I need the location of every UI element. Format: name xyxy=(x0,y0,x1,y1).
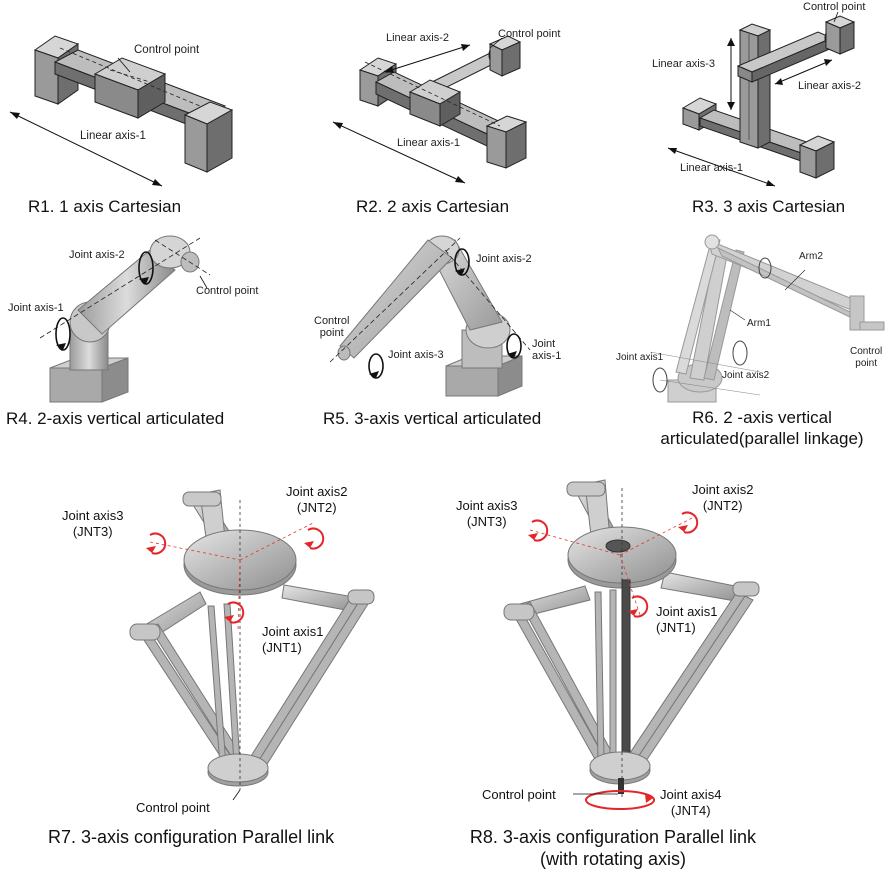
r6-arm1-label: Arm1 xyxy=(747,318,771,329)
r7-joint-axis3-line1: Joint axis3 xyxy=(62,508,124,523)
r6-caption-line2: articulated(parallel linkage) xyxy=(660,429,864,448)
r5-joint-axis-1-line2: axis-1 xyxy=(532,350,562,362)
r4-caption: R4. 2-axis vertical articulated xyxy=(6,409,225,428)
r8-caption-line2: (with rotating axis) xyxy=(539,849,687,869)
r5-control-point-line1: Control xyxy=(314,315,350,327)
r7-joint-axis2-line1: Joint axis2 xyxy=(286,484,348,499)
r8-joint-axis4-label: Joint axis4 (JNT4) xyxy=(660,787,721,819)
r8-joint-axis3-line2: (JNT3) xyxy=(466,514,507,529)
r6-arm2-label: Arm2 xyxy=(799,251,823,262)
r7-joint-axis3-label: Joint axis3 (JNT3) xyxy=(62,508,123,540)
r3-linear-axis-2-label: Linear axis-2 xyxy=(798,80,861,92)
r8-joint-axis4-line2: (JNT4) xyxy=(670,803,711,818)
r6-joint-axis2-label: Joint axis2 xyxy=(722,370,770,381)
r2-caption: R2. 2 axis Cartesian xyxy=(356,197,510,216)
r3-caption: R3. 3 axis Cartesian xyxy=(692,197,846,216)
r2-linear-axis-1-label: Linear axis-1 xyxy=(397,137,460,149)
r7-control-point-label: Control point xyxy=(136,800,210,815)
r3-control-point-label: Control point xyxy=(803,1,866,13)
r8-joint-axis1-line2: (JNT1) xyxy=(656,620,696,635)
r6-caption: R6. 2 -axis vertical articulated(paralle… xyxy=(628,407,896,449)
r2-control-point-label: Control point xyxy=(498,28,561,40)
r3-linear-axis-3-label: Linear axis-3 xyxy=(652,58,715,70)
r5-joint-axis-1-label: Joint axis-1 xyxy=(532,338,561,362)
r5-caption: R5. 3-axis vertical articulated xyxy=(323,409,542,428)
r8-control-point-label: Control point xyxy=(482,787,556,802)
r5-joint-axis-2-label: Joint axis-2 xyxy=(476,253,532,265)
r3-linear-axis-1-label: Linear axis-1 xyxy=(680,162,743,174)
r4-control-point-label: Control point xyxy=(196,285,259,297)
r8-joint-axis4-line1: Joint axis4 xyxy=(660,787,722,802)
r5-joint-axis-3-label: Joint axis-3 xyxy=(388,349,444,361)
r7-joint-axis2-line2: (JNT2) xyxy=(296,500,337,515)
r6-caption-line1: R6. 2 -axis vertical xyxy=(692,408,832,427)
r6-control-point-line1: Control xyxy=(850,346,883,357)
r6-control-point-line2: point xyxy=(855,358,877,369)
r6-joint-axis1-label: Joint axis1 xyxy=(616,352,664,363)
r1-caption: R1. 1 axis Cartesian xyxy=(28,197,182,216)
r8-caption: R8. 3-axis configuration Parallel link (… xyxy=(444,826,782,870)
r1-linear-axis-1-label: Linear axis-1 xyxy=(80,130,146,142)
r8-joint-axis2-label: Joint axis2 (JNT2) xyxy=(692,482,753,514)
r7-caption: R7. 3-axis configuration Parallel link xyxy=(48,827,335,847)
r2-linear-axis-2-label: Linear axis-2 xyxy=(386,32,449,44)
r8-joint-axis1-label: Joint axis1 (JNT1) xyxy=(656,604,717,636)
r5-control-point-line2: point xyxy=(319,327,344,339)
r1-control-point-label: Control point xyxy=(134,44,200,56)
r8-joint-axis3-label: Joint axis3 (JNT3) xyxy=(456,498,517,530)
r8-caption-line1: R8. 3-axis configuration Parallel link xyxy=(469,827,757,847)
r7-joint-axis1-line2: (JNT1) xyxy=(262,640,302,655)
r8-joint-axis1-line1: Joint axis1 xyxy=(656,604,718,619)
r8-joint-axis3-line1: Joint axis3 xyxy=(456,498,518,513)
r8-joint-axis2-line2: (JNT2) xyxy=(702,498,743,513)
r4-joint-axis-1-label: Joint axis-1 xyxy=(8,302,64,314)
r4-joint-axis-2-label: Joint axis-2 xyxy=(69,249,125,261)
r8-joint-axis2-line1: Joint axis2 xyxy=(692,482,754,497)
r7-joint-axis3-line2: (JNT3) xyxy=(72,524,113,539)
r7-joint-axis1-label: Joint axis1 (JNT1) xyxy=(262,624,323,656)
r5-control-point-label: Control point xyxy=(314,315,349,339)
r7-joint-axis1-line1: Joint axis1 xyxy=(262,624,324,639)
r5-joint-axis-1-line1: Joint xyxy=(532,338,556,350)
r6-control-point-label: Control point xyxy=(850,346,882,370)
r7-joint-axis2-label: Joint axis2 (JNT2) xyxy=(286,484,347,516)
